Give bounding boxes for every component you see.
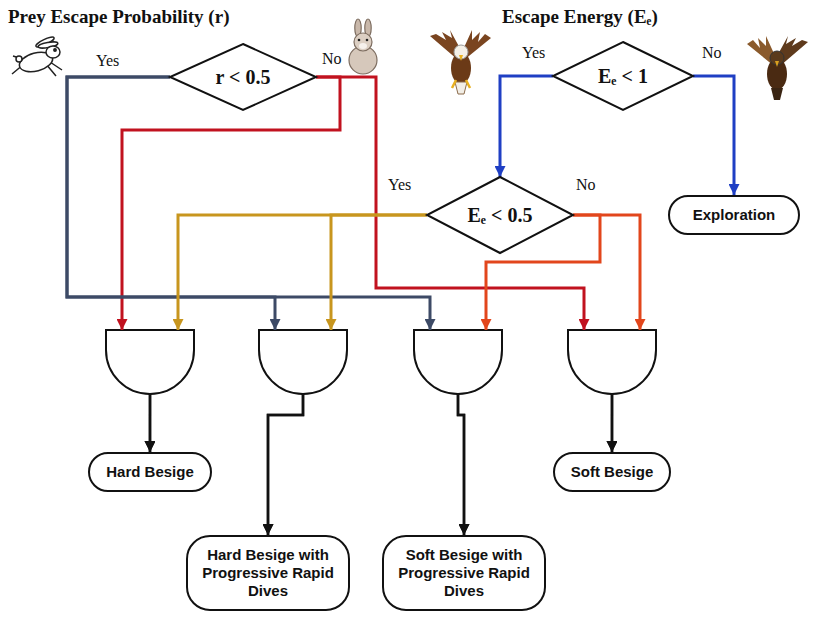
connector-line [500,76,553,177]
rabbit-tail [16,56,22,62]
branch-label: Yes [522,44,545,62]
connector [67,77,303,535]
eagle-body [767,58,787,90]
eagle-illustration [747,36,808,100]
node-text: Soft Besige with Progressive Rapid Dives [392,546,536,600]
eagle-tail [455,82,467,94]
terminal-box: Hard Besige [88,452,212,492]
rabbit-eye [358,39,361,42]
node-text: Eₑ < 1 [598,65,648,88]
connector-line [693,76,734,195]
rabbit-head [46,46,60,58]
eagle-body [451,52,471,84]
branch-label: No [576,176,596,194]
connector-line [178,215,427,330]
decision-diamond: Eₑ < 0.5 [427,177,573,253]
panel-heading: Prey Escape Probability (r) [8,6,229,28]
terminal-box: Soft Besige with Progressive Rapid Dives [382,535,546,611]
gate-output-line [268,394,303,535]
diamond-shape [553,42,693,110]
diamond-shape [170,44,316,110]
gate-output-line [458,394,464,535]
diamond-shape [427,177,573,253]
rabbit-eye [366,39,369,42]
eagle-beak [775,61,779,67]
connector [268,215,427,535]
running-rabbit [12,35,62,76]
eagle-beak [459,55,463,61]
node-text: r < 0.5 [216,66,271,89]
rabbit-head [354,33,372,51]
node-text: Soft Besige [571,463,654,481]
branch-label: No [322,50,342,68]
gate-output-line [268,394,303,535]
connector [500,76,553,177]
and-gate [106,330,194,394]
gate-output-line [149,394,152,452]
node-text: Exploration [693,206,776,224]
connector [693,76,734,195]
eagle-illustration [430,30,491,94]
connector [316,77,612,452]
connector-line [316,77,584,330]
branch-label: Yes [388,176,411,194]
and-gate [106,330,656,394]
branch-label: Yes [96,52,119,70]
connector [573,215,640,452]
and-gate [568,330,656,394]
rabbit-eye [54,49,56,51]
connector-group [67,76,734,535]
terminal-box: Exploration [668,195,800,235]
connector [150,215,427,452]
terminal-box: Soft Besige [553,452,672,492]
connector-line [122,77,340,330]
gate-output-line [611,394,614,452]
connector-line [331,215,427,330]
rabbit-muzzle [359,43,367,49]
eagle-tail [771,88,783,100]
connector-line [573,215,640,330]
decision-diamond: r < 0.5 [170,44,316,110]
panel-heading: Escape Energy (Eₑ) [502,6,658,28]
terminal-box: Hard Besige with Progressive Rapid Dives [186,535,350,611]
and-gate [414,330,502,394]
gate-output-line [611,394,614,452]
gate-output-line [458,394,464,535]
eagle-talon [452,80,470,88]
node-text: Eₑ < 0.5 [468,204,533,227]
and-gate [259,330,347,394]
connector [67,77,464,535]
sitting-rabbit [349,19,377,74]
branch-label: No [702,44,722,62]
node-text: Hard Besige [106,463,194,481]
connector [122,77,340,452]
gate-output-line [149,394,152,452]
connector-line [67,77,275,330]
node-text: Hard Besige with Progressive Rapid Dives [196,546,340,600]
decision-diamond: Eₑ < 1 [553,42,693,110]
